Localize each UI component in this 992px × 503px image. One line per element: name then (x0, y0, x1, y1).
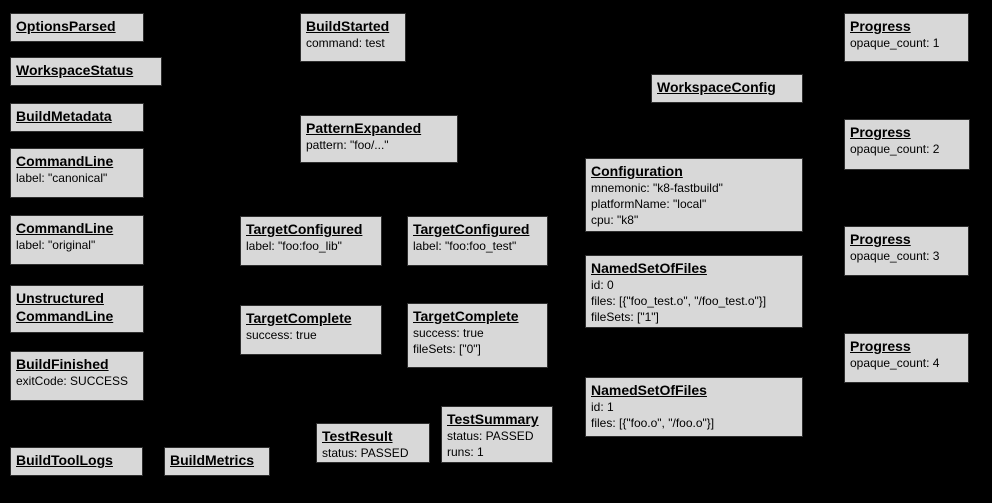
node-title: BuildFinished (16, 356, 109, 372)
node-build-tool-logs: BuildToolLogs (10, 447, 143, 476)
node-title: Progress (850, 338, 911, 354)
node-target-configured-test: TargetConfigured label: "foo:foo_test" (407, 216, 548, 266)
node-title: PatternExpanded (306, 120, 422, 136)
node-field: exitCode: SUCCESS (16, 374, 129, 388)
node-title: TestResult (322, 428, 393, 444)
node-title: TargetComplete (246, 310, 352, 326)
node-workspace-status: WorkspaceStatus (10, 57, 162, 86)
node-field: platformName: "local" (591, 197, 707, 211)
node-field: status: PASSED (322, 446, 409, 460)
node-field: label: "canonical" (16, 171, 108, 185)
node-title: BuildStarted (306, 18, 390, 34)
node-field: label: "foo:foo_test" (413, 239, 517, 253)
node-field: id: 1 (591, 400, 614, 414)
node-title: WorkspaceConfig (657, 79, 776, 95)
node-test-result: TestResult status: PASSED (316, 423, 430, 463)
node-field: opaque_count: 4 (850, 356, 940, 370)
node-title: BuildMetadata (16, 108, 112, 124)
node-field: label: "original" (16, 238, 96, 252)
node-test-summary: TestSummary status: PASSED runs: 1 (441, 406, 553, 463)
node-field: opaque_count: 2 (850, 142, 940, 156)
node-field: id: 0 (591, 278, 614, 292)
node-title: NamedSetOfFiles (591, 382, 707, 398)
node-field: opaque_count: 1 (850, 36, 940, 50)
node-command-line-original: CommandLine label: "original" (10, 215, 144, 265)
node-build-started: BuildStarted command: test (300, 13, 406, 62)
node-title: TargetComplete (413, 308, 519, 324)
node-options-parsed: OptionsParsed (10, 13, 144, 42)
node-field: fileSets: ["0"] (413, 342, 481, 356)
node-progress-3: Progress opaque_count: 3 (844, 226, 969, 276)
node-title: CommandLine (16, 220, 114, 236)
node-title: TargetConfigured (413, 221, 530, 237)
node-field: files: [{"foo.o", "/foo.o"}] (591, 416, 715, 430)
node-configuration: Configuration mnemonic: "k8-fastbuild" p… (585, 158, 803, 232)
node-progress-1: Progress opaque_count: 1 (844, 13, 969, 62)
node-field: pattern: "foo/..." (306, 138, 389, 152)
node-title: CommandLine (16, 308, 114, 324)
node-progress-4: Progress opaque_count: 4 (844, 333, 969, 383)
node-field: fileSets: ["1"] (591, 310, 659, 324)
node-title: WorkspaceStatus (16, 62, 134, 78)
node-title: NamedSetOfFiles (591, 260, 707, 276)
node-target-complete-lib: TargetComplete success: true (240, 305, 382, 355)
node-build-metadata: BuildMetadata (10, 103, 144, 132)
node-field: cpu: "k8" (591, 213, 639, 227)
node-workspace-config: WorkspaceConfig (651, 74, 803, 103)
node-title: OptionsParsed (16, 18, 116, 34)
node-build-finished: BuildFinished exitCode: SUCCESS (10, 351, 144, 401)
node-target-configured-lib: TargetConfigured label: "foo:foo_lib" (240, 216, 382, 266)
node-title: Configuration (591, 163, 683, 179)
node-field: label: "foo:foo_lib" (246, 239, 342, 253)
node-field: success: true (413, 326, 484, 340)
node-title: Progress (850, 231, 911, 247)
node-field: mnemonic: "k8-fastbuild" (591, 181, 723, 195)
node-title: TargetConfigured (246, 221, 363, 237)
node-named-set-of-files-1: NamedSetOfFiles id: 1 files: [{"foo.o", … (585, 377, 803, 437)
node-field: command: test (306, 36, 385, 50)
node-named-set-of-files-0: NamedSetOfFiles id: 0 files: [{"foo_test… (585, 255, 803, 328)
node-field: files: [{"foo_test.o", "/foo_test.o"}] (591, 294, 767, 308)
node-title: Unstructured (16, 290, 104, 306)
node-title: TestSummary (447, 411, 539, 427)
node-unstructured-command-line: Unstructured CommandLine (10, 285, 144, 333)
node-pattern-expanded: PatternExpanded pattern: "foo/..." (300, 115, 458, 163)
node-build-metrics: BuildMetrics (164, 447, 270, 476)
node-field: opaque_count: 3 (850, 249, 940, 263)
node-title: BuildToolLogs (16, 452, 113, 468)
node-field: status: PASSED (447, 429, 534, 443)
node-title: Progress (850, 124, 911, 140)
node-target-complete-test: TargetComplete success: true fileSets: [… (407, 303, 548, 368)
node-field: runs: 1 (447, 445, 484, 459)
node-title: Progress (850, 18, 911, 34)
node-command-line-canonical: CommandLine label: "canonical" (10, 148, 144, 198)
node-title: BuildMetrics (170, 452, 255, 468)
node-field: success: true (246, 328, 317, 342)
node-title: CommandLine (16, 153, 114, 169)
node-progress-2: Progress opaque_count: 2 (844, 119, 970, 170)
